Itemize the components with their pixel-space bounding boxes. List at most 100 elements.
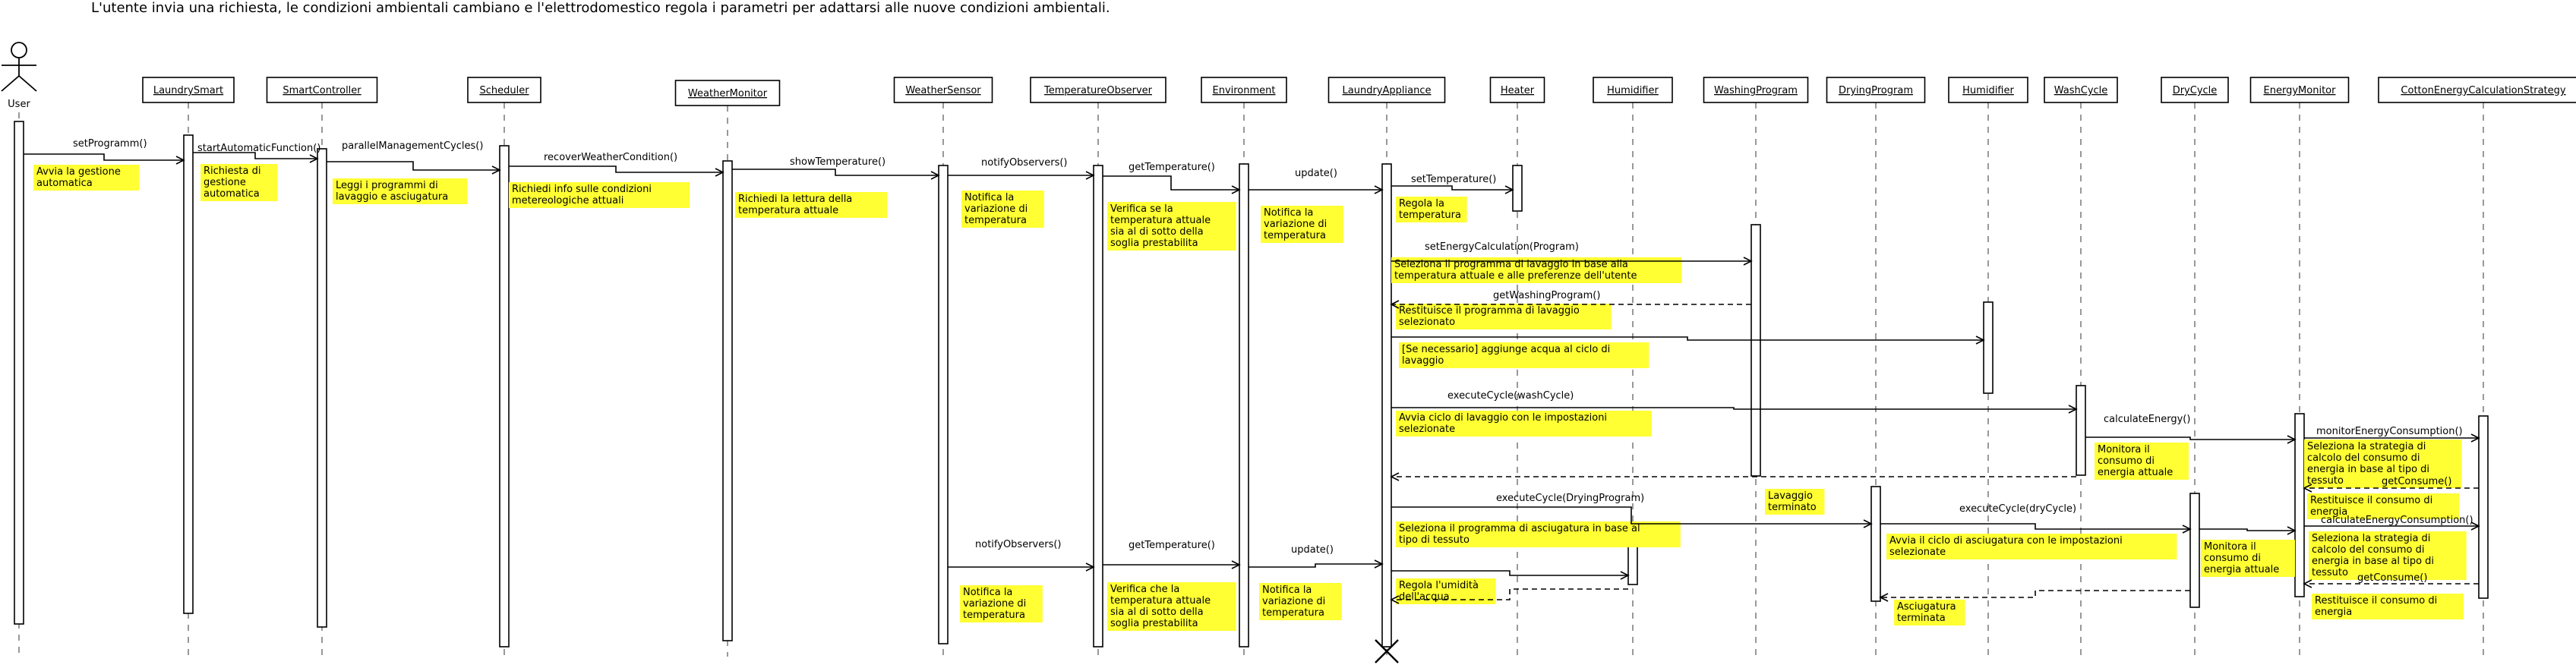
participant-label: DryCycle (2173, 85, 2218, 96)
participant-box (1826, 77, 1926, 103)
participant-box (893, 77, 993, 103)
note-background (1259, 583, 1342, 620)
note-background (333, 178, 468, 204)
participant-dryingprogram[interactable]: DryingProgram (1826, 77, 1926, 103)
note-background (1886, 534, 2177, 559)
note-12: Avvia ciclo di lavaggio con le impostazi… (1396, 411, 1652, 436)
note-background (1894, 600, 1965, 625)
participant-temperatureobserver[interactable]: TemperatureObserver (1030, 77, 1166, 103)
activation-bar-humidifier2 (1983, 301, 1994, 394)
participant-drycycle[interactable]: DryCycle (2161, 77, 2229, 103)
note-background (509, 182, 690, 208)
message-label: startAutomaticFunction() (197, 143, 320, 154)
message-label: recoverWeatherCondition() (544, 152, 677, 163)
participant-scheduler[interactable]: Scheduler (467, 77, 541, 103)
message-executecycle-washcycle: executeCycle(washCycle) (1391, 390, 2078, 414)
message-getconsume: getConsume() (2303, 572, 2479, 588)
message-line (193, 152, 317, 159)
participant-label: WeatherSensor (905, 85, 981, 96)
message-label: getWashingProgram() (1493, 290, 1600, 301)
message-line (1880, 523, 2190, 530)
participant-box (1593, 77, 1673, 103)
participant-box (2249, 77, 2350, 103)
participant-label: WashCycle (2054, 85, 2108, 96)
participant-weathersensor[interactable]: WeatherSensor (893, 77, 993, 103)
message-label: calculateEnergy() (2104, 414, 2190, 425)
note-background (961, 191, 1044, 228)
participant-humidifier[interactable]: Humidifier (1593, 77, 1673, 103)
note-background (735, 192, 887, 218)
participant-humidifier[interactable]: Humidifier (1948, 77, 2028, 103)
participant-label: SmartController (283, 85, 361, 96)
message-label: parallelManagementCycles() (342, 140, 483, 152)
participant-label: Heater (1501, 85, 1535, 96)
activation-bar-energymonitor (2294, 413, 2305, 597)
message-setprogramm: setProgramm() (24, 138, 185, 165)
message-line (2085, 436, 2295, 440)
participant-weathermonitor[interactable]: WeatherMonitor (674, 80, 781, 106)
participant-washcycle[interactable]: WashCycle (2044, 77, 2118, 103)
participant-box (1201, 77, 1287, 103)
participant-smartcontroller[interactable]: SmartController (266, 77, 378, 103)
message-label: monitorEnergyConsumption() (2316, 426, 2463, 437)
participant-environment[interactable]: Environment (1201, 77, 1287, 103)
note-background (1261, 206, 1343, 243)
activation-bar-scheduler (499, 145, 510, 648)
note-text: Avvia il ciclo di asciugatura con le imp… (1889, 535, 2123, 558)
message-calculateenergyconsumption: calculateEnergyConsumption() (2304, 515, 2480, 531)
message-label: executeCycle(DryingProgram) (1496, 493, 1644, 504)
note-text: Seleziona il programma di lavaggio in ba… (1394, 259, 1637, 282)
message-label: executeCycle(dryCycle) (1959, 503, 2076, 515)
note-background (1396, 521, 1681, 547)
message-label: notifyObservers() (981, 157, 1068, 169)
message-line (1103, 175, 1239, 191)
message-line (1391, 407, 2076, 410)
participant-laundryappliance[interactable]: LaundryAppliance (1327, 77, 1446, 103)
activation-bar-temperatureobserver (1093, 165, 1103, 648)
activation-bar-laundryappliance (1381, 163, 1392, 648)
message-gettemperature: getTemperature() (1103, 162, 1241, 194)
participant-box (2044, 77, 2118, 103)
message-line (1880, 590, 2190, 598)
diagram-title: L'utente invia una richiesta, le condizi… (91, 0, 1110, 16)
messages: setProgramm() startAutomaticFunction() par… (24, 138, 2480, 604)
participant-label: EnergyMonitor (2264, 85, 2337, 96)
message-return (2199, 526, 2297, 535)
note-11: [Se necessario] aggiunge acqua al ciclo … (1399, 342, 1649, 368)
message-getwashingprogram: getWashingProgram() (1390, 290, 1751, 309)
participant-heater[interactable]: Heater (1489, 77, 1545, 103)
participant-label: LaundrySmart (153, 85, 223, 96)
note-text: Seleziona il programma di asciugatura in… (1399, 523, 1640, 546)
actor-head (11, 42, 27, 58)
participant-laundrysmart[interactable]: LaundrySmart (142, 77, 235, 103)
note-background (1396, 411, 1652, 436)
note-background (2307, 493, 2459, 519)
note-18: Avvia il ciclo di asciugatura con le imp… (1886, 534, 2177, 559)
participant-energymonitor[interactable]: EnergyMonitor (2249, 77, 2350, 103)
participant-cottonenergycalculationstrategy[interactable]: CottonEnergyCalculationStrategy (2378, 77, 2576, 103)
message-label: setProgramm() (73, 138, 147, 150)
activation-bar-washcycle (2076, 385, 2086, 476)
participant-box (1489, 77, 1545, 103)
message-line (732, 169, 939, 176)
participant-label: DryingProgram (1839, 85, 1913, 96)
message-line (1391, 570, 1628, 576)
participant-washingprogram[interactable]: WashingProgram (1703, 77, 1809, 103)
participant-label: Environment (1212, 85, 1275, 96)
